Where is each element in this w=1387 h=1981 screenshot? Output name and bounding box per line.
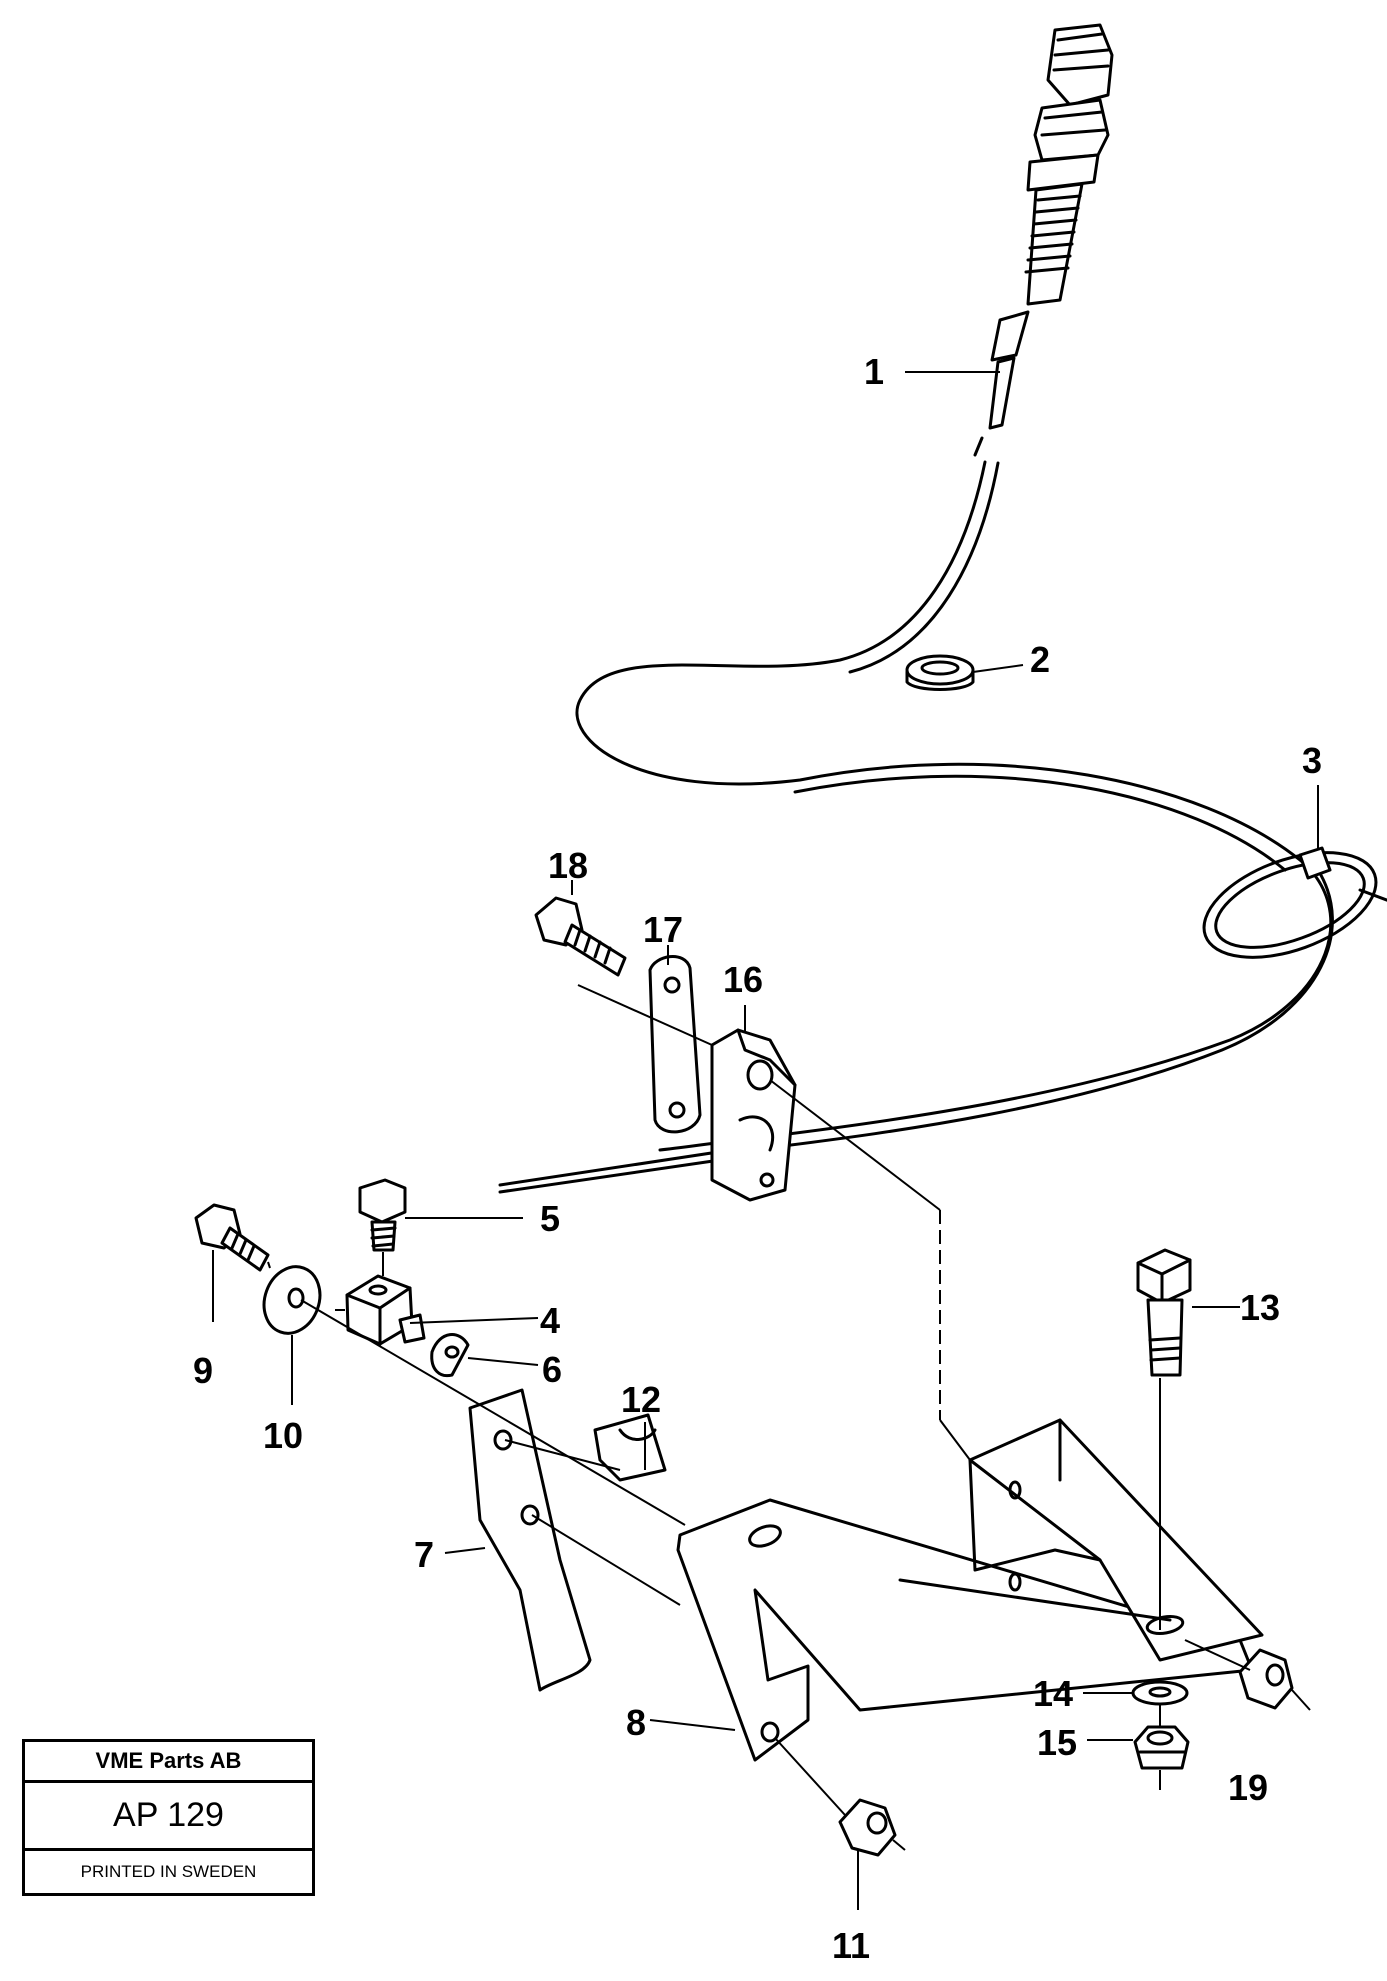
cable-loop	[498, 460, 1334, 1194]
strap-plate-17	[648, 954, 702, 1134]
callout-6: 6	[542, 1349, 562, 1390]
callout-13: 13	[1240, 1287, 1280, 1328]
callout-7: 7	[414, 1534, 434, 1575]
cable-clamp-16	[710, 1028, 797, 1202]
callout-8: 8	[626, 1702, 646, 1743]
title-block: VME Parts AB AP 129 PRINTED IN SWEDEN	[22, 1739, 315, 1896]
callout-1: 1	[864, 351, 884, 392]
callout-leaders	[212, 371, 1319, 1910]
washer-14	[1131, 1680, 1189, 1706]
callout-17: 17	[643, 909, 683, 950]
callout-9: 9	[193, 1350, 213, 1391]
callout-10: 10	[263, 1415, 303, 1456]
assembly-lines	[267, 984, 1311, 1851]
callout-4: 4	[540, 1300, 560, 1341]
drawing-code: AP 129	[25, 1783, 312, 1851]
callout-2: 2	[1030, 639, 1050, 680]
lever-arm-7	[468, 1388, 592, 1692]
nut-15	[1133, 1725, 1190, 1770]
callout-18: 18	[548, 845, 588, 886]
set-screw-5	[358, 1178, 407, 1252]
nut-19	[1238, 1648, 1294, 1710]
control-cable-head	[973, 23, 1114, 457]
callout-15: 15	[1037, 1722, 1077, 1763]
cable-tie	[1202, 846, 1387, 959]
callout-5: 5	[540, 1198, 560, 1239]
callout-3: 3	[1302, 740, 1322, 781]
callout-16: 16	[723, 959, 763, 1000]
callout-11: 11	[832, 1925, 870, 1966]
grommet	[905, 654, 975, 691]
bolt-18	[534, 896, 627, 977]
bolt-9	[194, 1203, 270, 1272]
clip-6	[430, 1333, 470, 1378]
mounting-bracket-8	[676, 1418, 1264, 1762]
spring-clip-12	[593, 1413, 667, 1482]
company-name: VME Parts AB	[25, 1742, 312, 1783]
callout-12: 12	[621, 1379, 661, 1420]
callout-labels: 1 2 3 4 5 6 7 8 9 10 11 12 13 14 15 16 1…	[193, 351, 1322, 1966]
nut-11	[838, 1798, 897, 1857]
bolt-13	[1136, 1248, 1192, 1377]
printed-in-note: PRINTED IN SWEDEN	[80, 1862, 257, 1881]
callout-14: 14	[1033, 1673, 1073, 1714]
callout-19: 19	[1228, 1767, 1268, 1808]
washer-10	[262, 1265, 322, 1335]
